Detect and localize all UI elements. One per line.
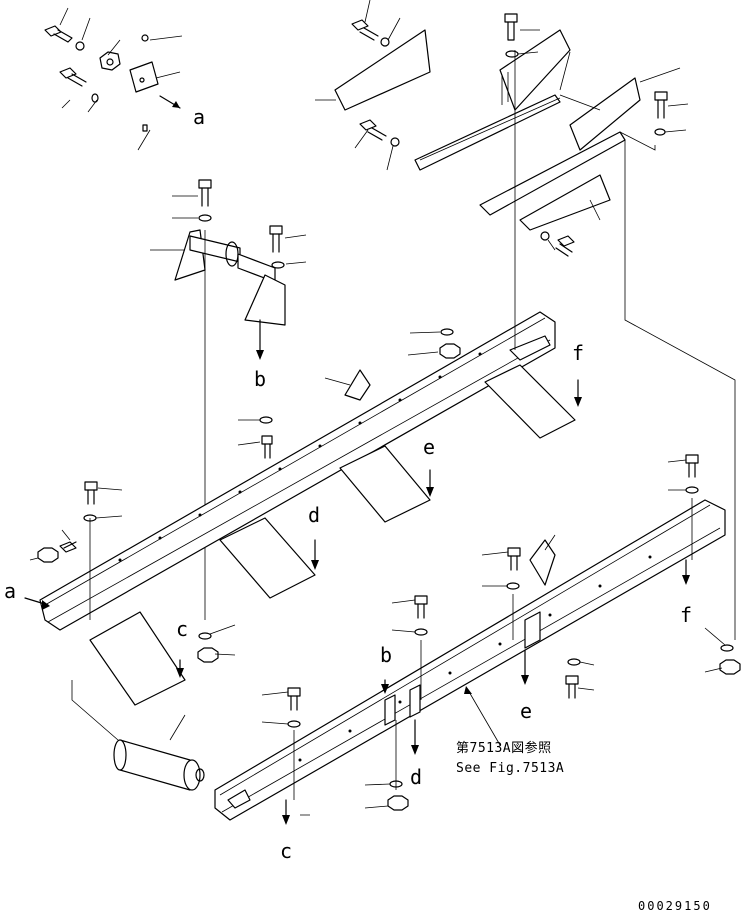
callout-a-left: a [4, 579, 16, 603]
washer [380, 37, 390, 47]
hinge-bracket [499, 29, 571, 111]
bolt [359, 119, 387, 141]
washer [198, 632, 212, 640]
washer [141, 34, 149, 42]
washer [271, 261, 285, 269]
bolt [287, 687, 301, 711]
bolt [654, 91, 668, 119]
nut [99, 51, 121, 71]
bracket-assembly-top-left: a [44, 7, 205, 151]
washer [390, 137, 400, 147]
nut [719, 659, 741, 675]
bolt [269, 225, 283, 253]
washer [567, 658, 581, 666]
tube-body [119, 739, 191, 791]
rail-holes [118, 352, 482, 562]
bolt [507, 547, 521, 571]
bolt [261, 435, 273, 459]
callout-c-upper: c [176, 617, 188, 641]
washer [198, 214, 212, 222]
rail-end-slot [509, 335, 551, 361]
plate-bracket [129, 61, 159, 93]
nut [439, 343, 461, 359]
gusset-plate [519, 174, 611, 231]
pin [142, 124, 148, 132]
washer [685, 486, 699, 494]
callout-f-upper: f [572, 341, 584, 365]
cross-member-d [219, 517, 316, 599]
washer [654, 128, 666, 136]
callout-c-lower: c [280, 839, 292, 863]
callout-b-top: b [254, 367, 266, 391]
rail-end-slot-lower [227, 789, 251, 809]
bolt [59, 67, 87, 87]
bolt [351, 19, 379, 41]
right-support-bracket [244, 274, 286, 326]
callout-d-lower: d [410, 765, 422, 789]
shaft-bracket-assembly: b [150, 179, 307, 620]
bolt [565, 675, 579, 699]
washer [287, 720, 301, 728]
cross-member-e [339, 445, 431, 523]
cross-member-c [89, 611, 186, 706]
bolt [555, 235, 575, 257]
nut [197, 647, 219, 663]
bolt [59, 541, 77, 553]
washer [259, 416, 273, 424]
reference-note-en: See Fig.7513A [456, 761, 564, 776]
washer [506, 582, 520, 590]
rail-bracket [344, 369, 371, 401]
right-cover-panel [569, 77, 641, 151]
cross-member-f [484, 364, 576, 439]
left-cover-panel [334, 29, 431, 111]
upper-rail-body [39, 311, 556, 631]
rail-bracket-lower [529, 539, 556, 586]
callout-b-lower: b [380, 643, 392, 667]
washer [540, 231, 550, 241]
callout-e-upper: e [423, 435, 435, 459]
callout-a-top: a [193, 105, 205, 129]
lower-rail-body [214, 499, 726, 821]
tube-assembly [71, 680, 205, 791]
washer [91, 93, 99, 103]
bolt [44, 25, 73, 43]
drawing-code: 00029150 [638, 899, 712, 913]
bolt [685, 454, 699, 478]
washer [720, 644, 734, 652]
cover-assembly-top [315, 0, 689, 257]
nut [387, 795, 409, 811]
bolt [198, 179, 212, 207]
reference-note-jp: 第7513A図参照 [456, 740, 552, 756]
washer [505, 50, 519, 58]
washer [414, 628, 428, 636]
frame-rail-upper: c d e f a [4, 311, 584, 706]
washer [440, 328, 454, 336]
washer [75, 41, 85, 51]
nut [37, 547, 59, 563]
reference-note: 第7513A図参照 See Fig.7513A [456, 686, 564, 776]
callout-e-lower: e [520, 699, 532, 723]
frame-rail-lower: b d e c f [197, 50, 741, 863]
bolt [414, 595, 428, 619]
callout-f-lower: f [680, 603, 692, 627]
bolt [84, 481, 98, 505]
callout-d-upper: d [308, 503, 320, 527]
angle-rail-upper [414, 94, 561, 171]
rail-holes-lower [298, 555, 652, 762]
bolt [504, 13, 518, 41]
